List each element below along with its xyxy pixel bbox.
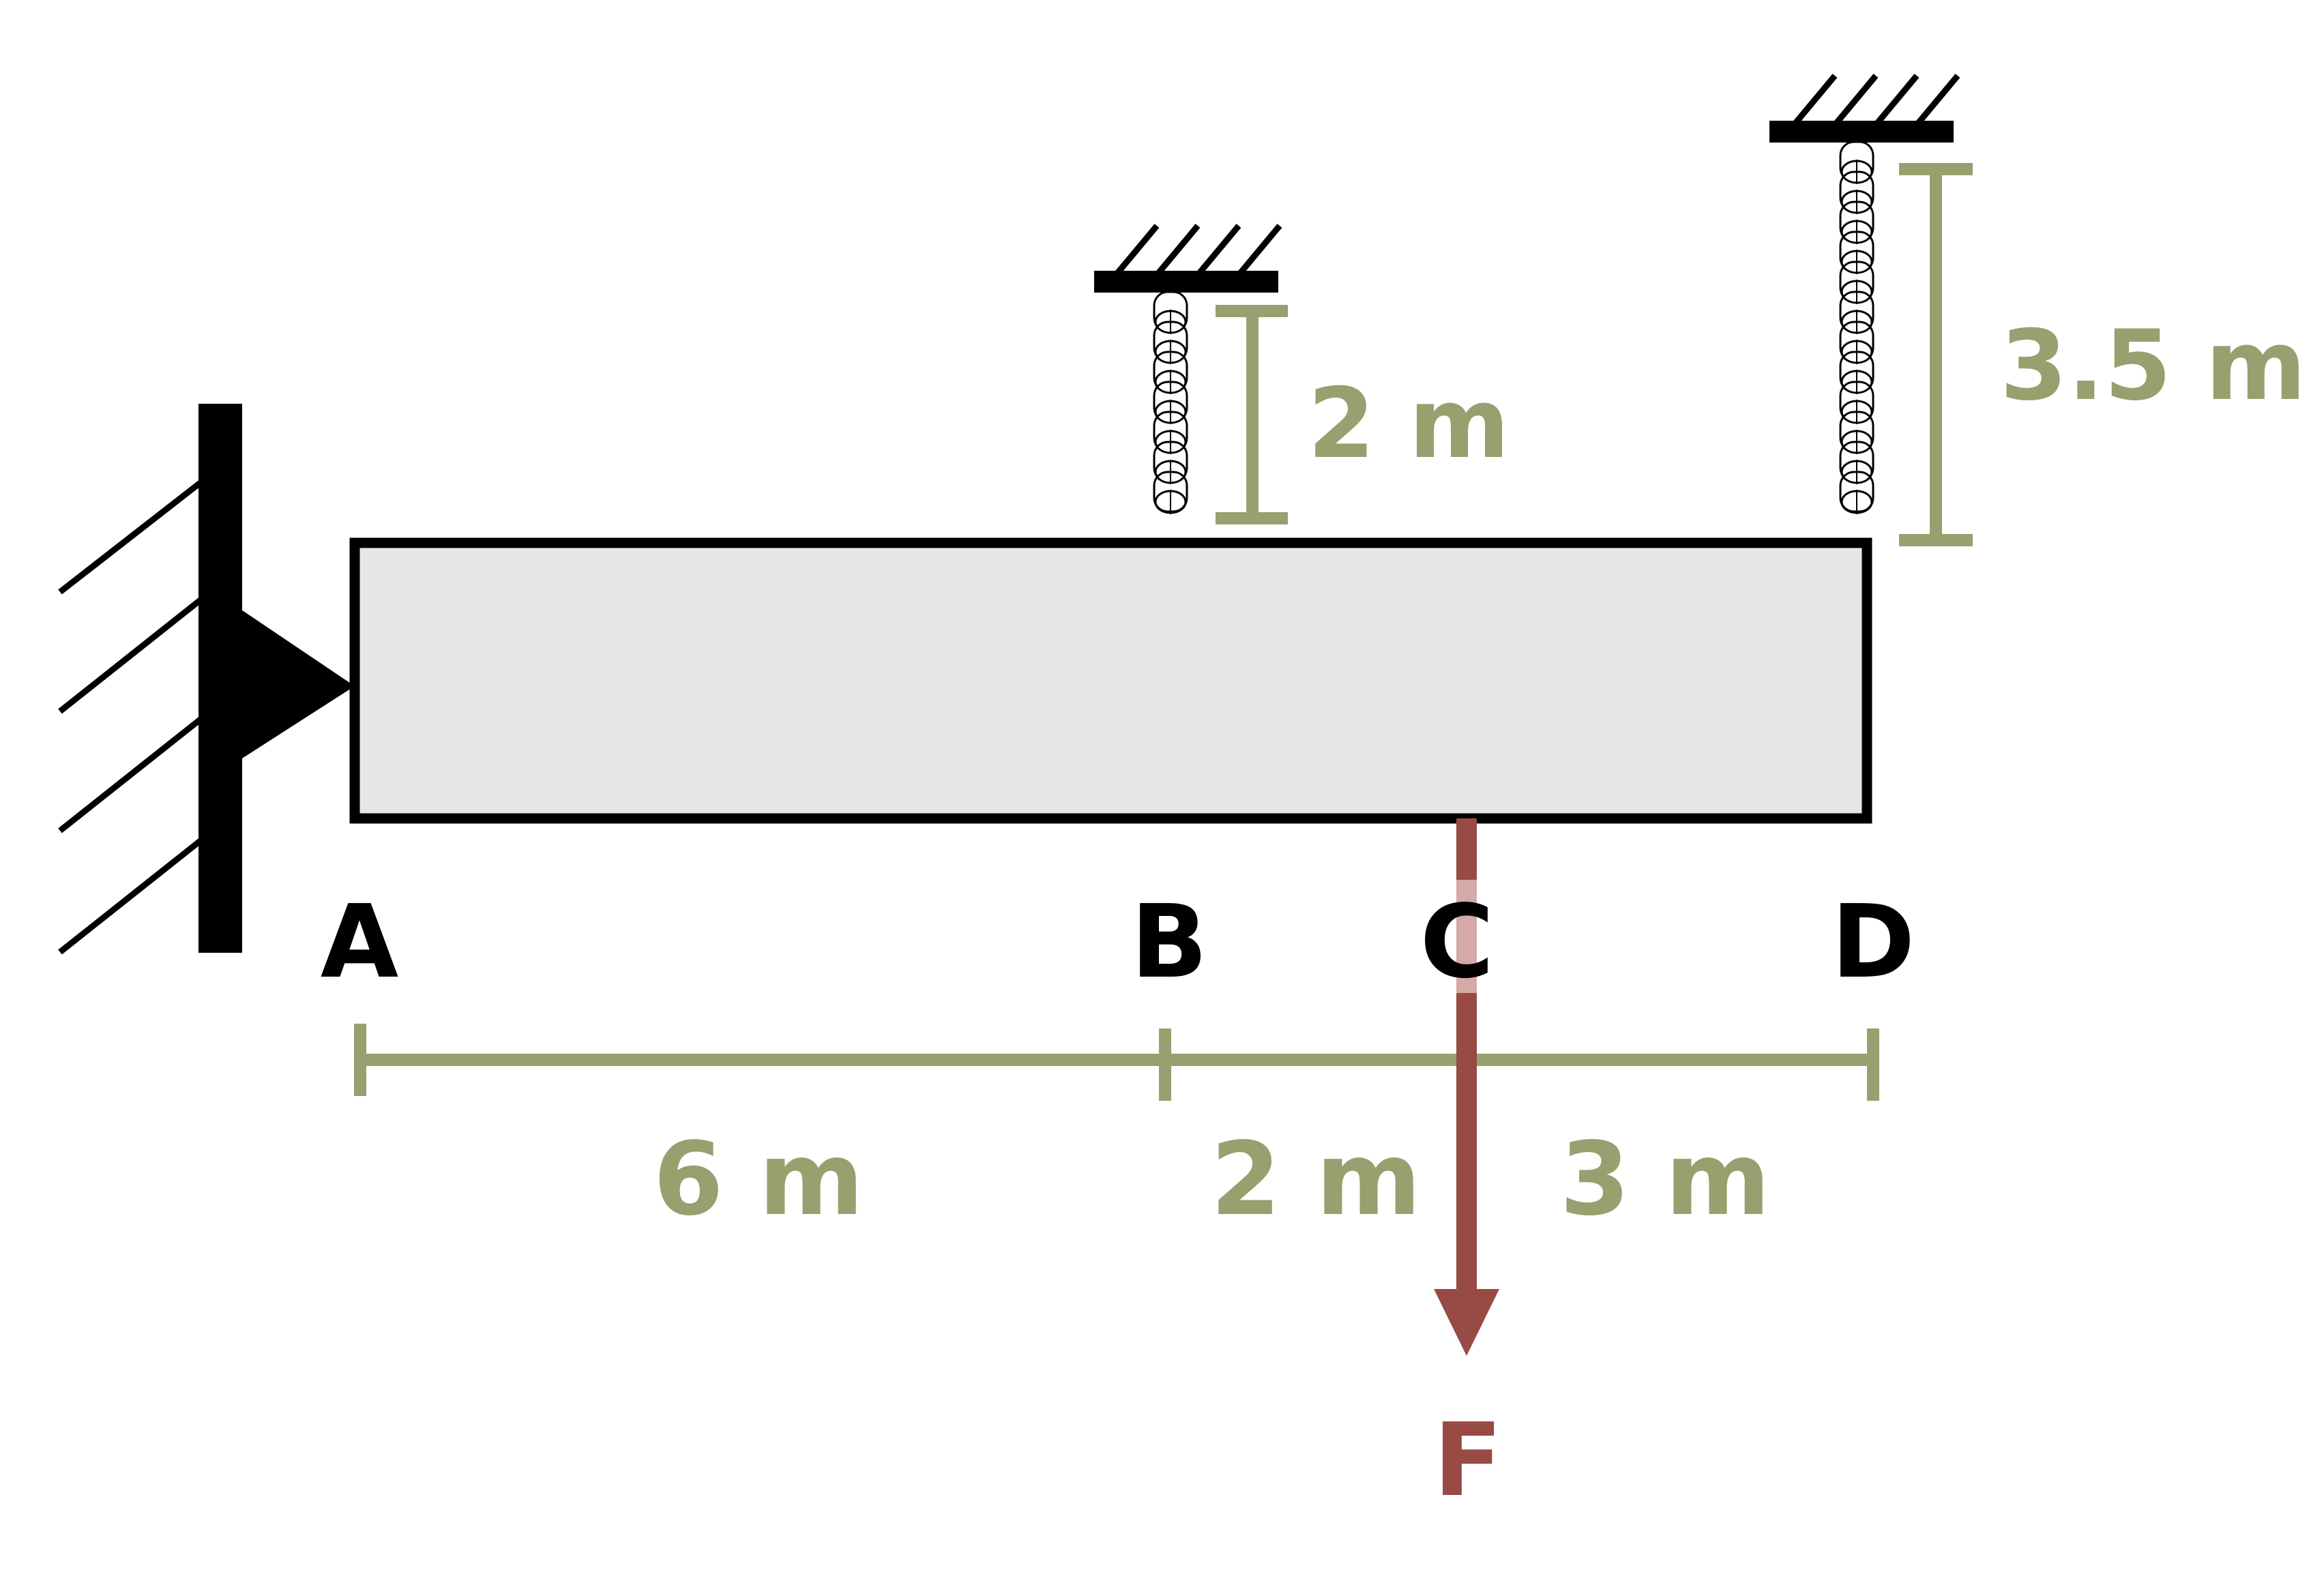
ceiling-b-fixed-ceiling-icon xyxy=(1094,224,1282,293)
dimension-line-horizontal xyxy=(354,1024,1879,1101)
point-c-label: C xyxy=(1420,883,1495,1001)
force-arrow xyxy=(1434,818,1499,1356)
dimension-cd-label: 3 m xyxy=(1560,1121,1771,1238)
dimension-chain-d-label: 3.5 m xyxy=(2000,310,2306,422)
beam xyxy=(349,537,1872,824)
dimension-bc-label: 2 m xyxy=(1211,1121,1422,1238)
chain-d-chain-icon xyxy=(1839,140,1874,514)
chain-b-chain-icon xyxy=(1153,291,1188,514)
dimension-chain-d xyxy=(1899,163,1973,546)
force-label: F xyxy=(1433,1402,1502,1519)
ceiling-d-fixed-ceiling-icon xyxy=(1769,74,1960,143)
dimension-ab-label: 6 m xyxy=(653,1121,864,1238)
dimension-chain-b xyxy=(1216,305,1288,524)
point-b-label: B xyxy=(1131,883,1208,1001)
wall-hatching xyxy=(58,479,204,955)
dimension-chain-b-label: 2 m xyxy=(1308,368,1510,480)
point-a-label: A xyxy=(321,883,399,1001)
point-d-label: D xyxy=(1832,883,1915,1001)
pin-support-icon xyxy=(225,599,355,769)
